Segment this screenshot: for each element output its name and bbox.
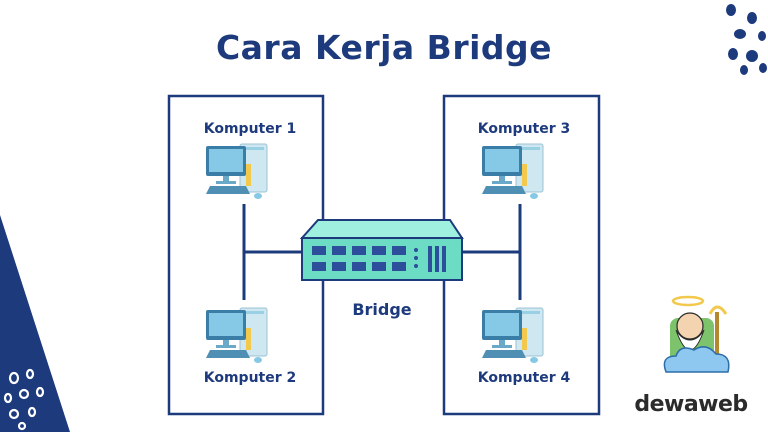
corner-dots-decoration xyxy=(3,368,45,431)
computer-1-label: Komputer 1 xyxy=(203,121,297,137)
connection-lines xyxy=(242,204,522,300)
computer-4-label: Komputer 4 xyxy=(477,370,571,386)
top-right-dots-decoration xyxy=(726,4,767,75)
dewaweb-logo-text: dewaweb xyxy=(634,392,748,417)
bridge-device-icon xyxy=(299,219,464,281)
computer-2-label: Komputer 2 xyxy=(203,370,297,386)
computer-3-label: Komputer 3 xyxy=(477,121,571,137)
page-title: Cara Kerja Bridge xyxy=(215,28,553,67)
computer-4-icon xyxy=(481,307,544,364)
computer-3-icon xyxy=(481,143,544,200)
computer-1-icon xyxy=(205,143,268,200)
bridge-label: Bridge xyxy=(352,300,412,319)
computer-2-icon xyxy=(205,307,268,364)
dewaweb-mascot-icon xyxy=(663,295,730,373)
